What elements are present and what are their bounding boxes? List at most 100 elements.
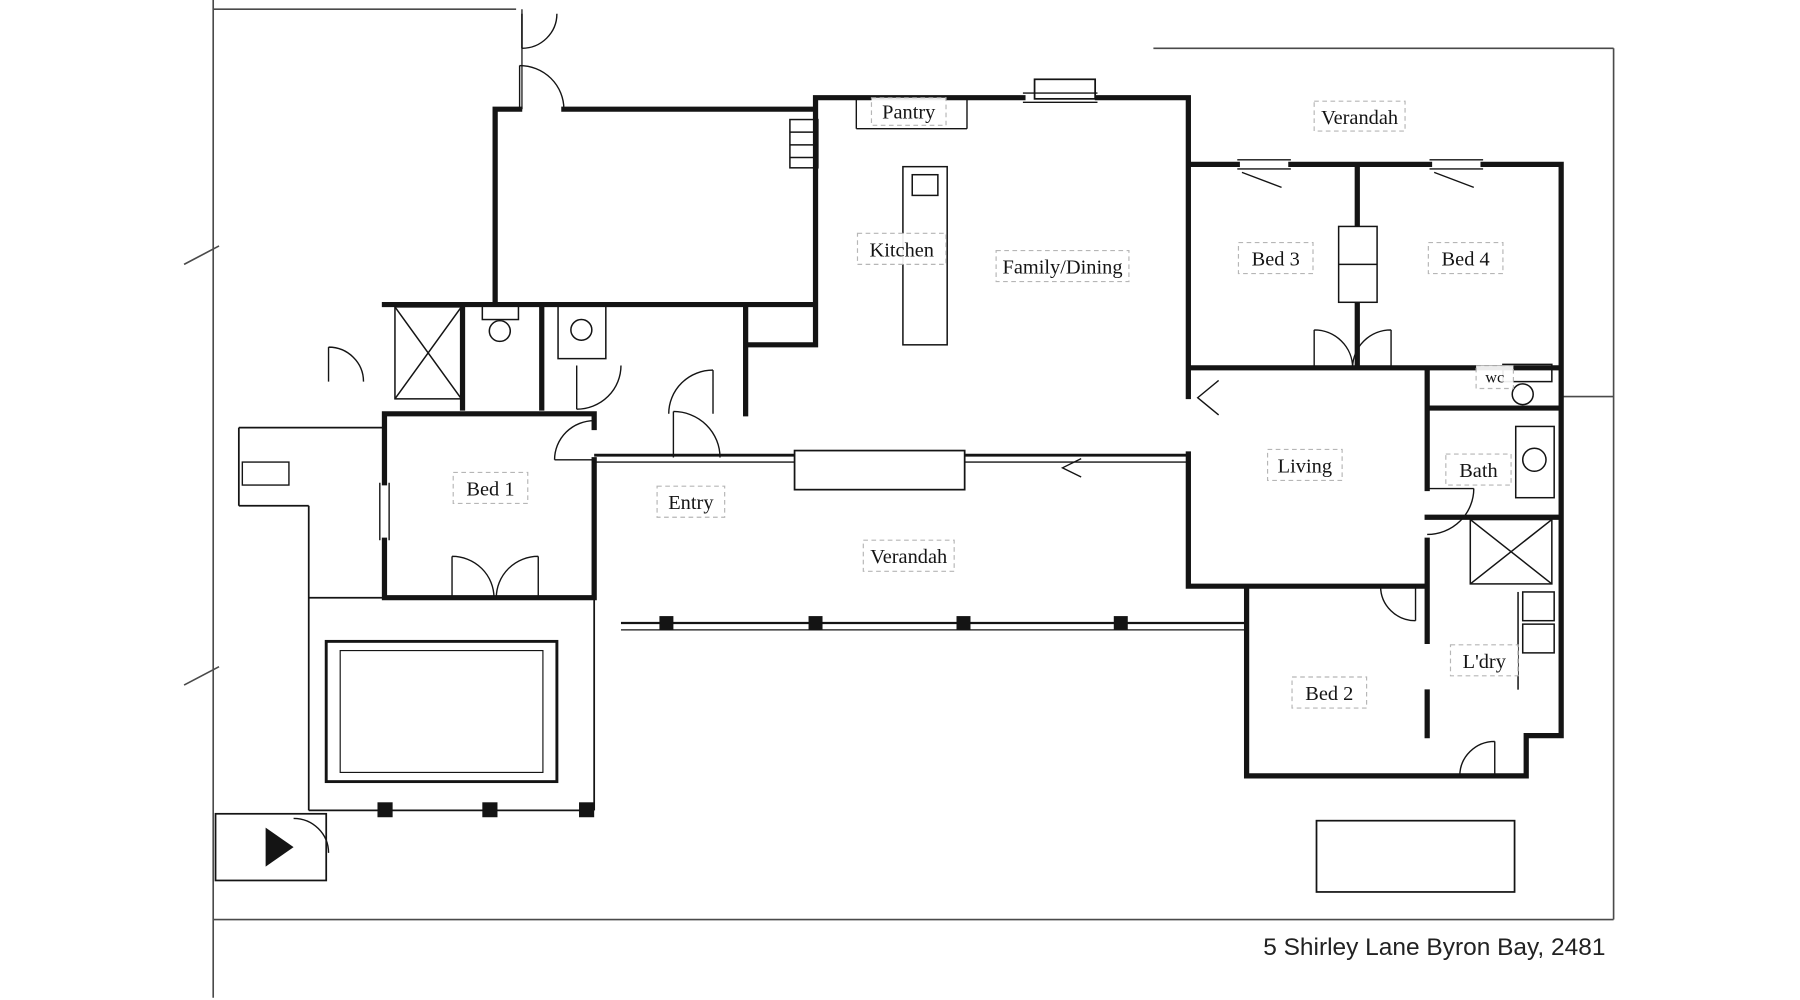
- utility-door-2: [668, 369, 714, 414]
- label-box: [1237, 241, 1314, 275]
- property-boundary: [183, 0, 1615, 998]
- room-label-bed3: Bed 3: [1237, 241, 1314, 275]
- outdoor-structures: [214, 426, 1516, 893]
- hall-double-doors: [1313, 329, 1392, 368]
- bathroom-hall-door: [1427, 487, 1475, 536]
- verandah-post: [956, 616, 971, 630]
- verandah-edges: [594, 449, 1247, 631]
- pantry-shelving: [789, 118, 819, 169]
- label-text: Bed 1: [466, 479, 514, 501]
- linen-cupboard: [1469, 518, 1553, 585]
- rear-paved-area: [1315, 819, 1516, 893]
- deck-post: [377, 802, 393, 818]
- side-steps: [241, 461, 290, 486]
- deck-posts: [377, 802, 595, 818]
- deck-post: [482, 802, 498, 818]
- room-label-laundry: L'dry: [1449, 644, 1519, 677]
- label-text: Verandah: [870, 546, 947, 568]
- window-lines: [379, 92, 1484, 541]
- label-box: [1475, 364, 1514, 390]
- garage-top-door: [518, 64, 565, 110]
- window-details: [379, 78, 1484, 541]
- verandah-posts: [659, 616, 1128, 630]
- bed1-door: [553, 420, 595, 461]
- vanity-basin: [570, 318, 593, 341]
- label-box: [1449, 644, 1519, 677]
- top-gate-door: [521, 13, 558, 49]
- opening-chevron-verandah: [1060, 458, 1082, 478]
- label-text: Verandah: [1321, 107, 1398, 129]
- window-opening-diagonals: [1241, 171, 1475, 189]
- label-box: [1445, 453, 1512, 486]
- rear-exterior-door: [1459, 740, 1496, 776]
- label-text: wc: [1485, 369, 1504, 387]
- room-label-wc: wc: [1475, 364, 1514, 390]
- shower: [394, 306, 463, 400]
- toilet: [488, 319, 512, 343]
- label-box: [995, 250, 1130, 283]
- bed1-french-doors: [451, 555, 539, 598]
- door-arcs: [327, 13, 1496, 776]
- room-label-verandah-middle: Verandah: [862, 539, 955, 572]
- pantry-closet-lines: [855, 97, 968, 130]
- shower-cross: [394, 306, 462, 400]
- label-box: [1291, 676, 1368, 709]
- pool-outer: [324, 639, 559, 784]
- room-label-kitchen: Kitchen: [856, 232, 947, 265]
- label-text: Family/Dining: [1002, 257, 1122, 279]
- label-box: [1427, 241, 1504, 275]
- bath-vanity: [1514, 425, 1555, 499]
- label-box: [870, 97, 947, 126]
- room-label-bath: Bath: [1445, 453, 1512, 486]
- laundry-washer: [1521, 591, 1555, 622]
- label-box: [452, 471, 529, 505]
- living-to-bed2-door: [1379, 586, 1417, 622]
- label-box: [1313, 100, 1406, 132]
- utility-door-1: [575, 365, 622, 410]
- label-text: Bed 4: [1442, 249, 1490, 271]
- vanity: [557, 303, 607, 360]
- label-text: Bed 2: [1305, 683, 1353, 705]
- label-text: Kitchen: [869, 239, 934, 261]
- pool-inner: [339, 649, 544, 773]
- boundary-lines: [212, 0, 1615, 998]
- label-text: Pantry: [882, 102, 936, 124]
- room-label-verandah-top: Verandah: [1313, 100, 1406, 132]
- kitchen-sink: [911, 173, 939, 197]
- walls: [381, 95, 1564, 779]
- gate-north-arrow: [265, 827, 294, 867]
- label-text: Bed 3: [1252, 249, 1300, 271]
- label-text: Entry: [668, 492, 714, 514]
- wc-toilet: [1511, 383, 1534, 406]
- fireplace: [1033, 78, 1097, 100]
- linen-cupboard-cross: [1469, 518, 1553, 585]
- room-label-bed2: Bed 2: [1291, 676, 1368, 709]
- label-box: [656, 485, 726, 518]
- laundry-dryer: [1521, 623, 1555, 654]
- gate-door-arc: [293, 817, 330, 853]
- toilet-cistern: [481, 303, 520, 321]
- room-labels: Pantry Verandah Kitchen Family/Dining Be…: [452, 97, 1519, 709]
- fixtures: [394, 118, 1555, 690]
- verandah-post: [808, 616, 823, 630]
- room-label-bed4: Bed 4: [1427, 241, 1504, 275]
- pantry-shelf-lines: [789, 131, 818, 159]
- opening-chevron-living: [1196, 379, 1220, 416]
- survey-tick-marks: [183, 245, 220, 686]
- room-label-living: Living: [1266, 448, 1343, 482]
- verandah-steps: [793, 449, 966, 491]
- deck-outline: [237, 426, 596, 812]
- label-box: [856, 232, 947, 265]
- label-box: [1266, 448, 1343, 482]
- bath-basin: [1521, 447, 1547, 473]
- left-porch-door: [327, 346, 365, 382]
- label-box: [862, 539, 955, 572]
- front-gate-structure: [214, 812, 328, 882]
- room-label-entry: Entry: [656, 485, 726, 518]
- verandah-post: [659, 616, 674, 630]
- label-text: Bath: [1459, 460, 1498, 482]
- verandah-post: [1113, 616, 1128, 630]
- room-label-family-dining: Family/Dining: [995, 250, 1130, 283]
